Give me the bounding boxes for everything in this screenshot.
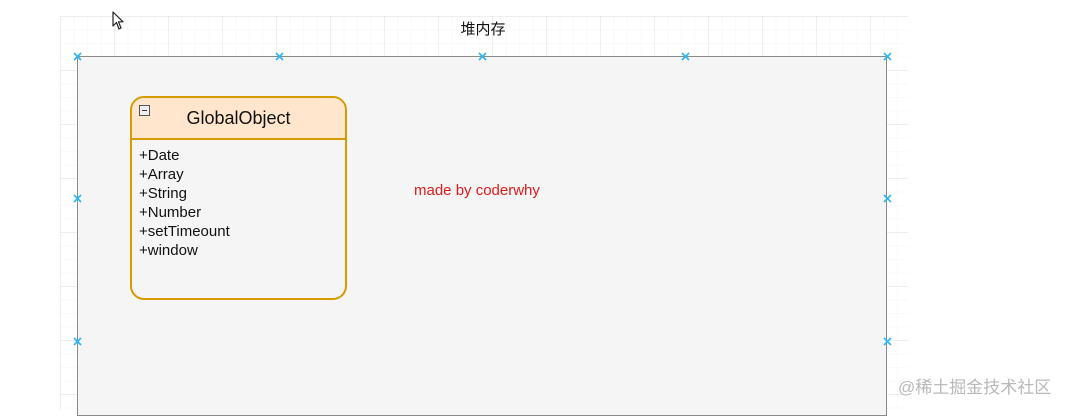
collapse-minus-icon[interactable] bbox=[139, 105, 150, 116]
uml-class-name: GlobalObject bbox=[186, 108, 291, 128]
site-watermark: @稀土掘金技术社区 bbox=[898, 378, 1052, 397]
selection-handle-icon[interactable] bbox=[73, 194, 82, 203]
selection-handle-icon[interactable] bbox=[681, 52, 690, 61]
selection-handle-icon[interactable] bbox=[275, 52, 284, 61]
uml-member: +String bbox=[139, 185, 187, 202]
uml-class-globalobject[interactable]: GlobalObject +Date +Array +String +Numbe… bbox=[130, 96, 347, 300]
uml-member: +Array bbox=[139, 166, 184, 183]
selection-handle-icon[interactable] bbox=[73, 337, 82, 346]
selection-handle-icon[interactable] bbox=[73, 52, 82, 61]
uml-class-header[interactable]: GlobalObject bbox=[132, 98, 345, 140]
uml-member: +Number bbox=[139, 204, 202, 221]
uml-member: +setTimeount bbox=[139, 223, 230, 240]
uml-class-members[interactable]: +Date +Array +String +Number +setTimeoun… bbox=[132, 140, 345, 260]
uml-member: +Date bbox=[139, 147, 180, 164]
selection-handle-icon[interactable] bbox=[883, 52, 892, 61]
selection-handle-icon[interactable] bbox=[883, 194, 892, 203]
made-by-note[interactable]: made by coderwhy bbox=[414, 182, 540, 199]
selection-handle-icon[interactable] bbox=[478, 52, 487, 61]
mouse-pointer-icon bbox=[112, 11, 124, 30]
selection-handle-icon[interactable] bbox=[883, 337, 892, 346]
uml-member: +window bbox=[139, 242, 198, 259]
container-title: 堆内存 bbox=[460, 21, 506, 38]
